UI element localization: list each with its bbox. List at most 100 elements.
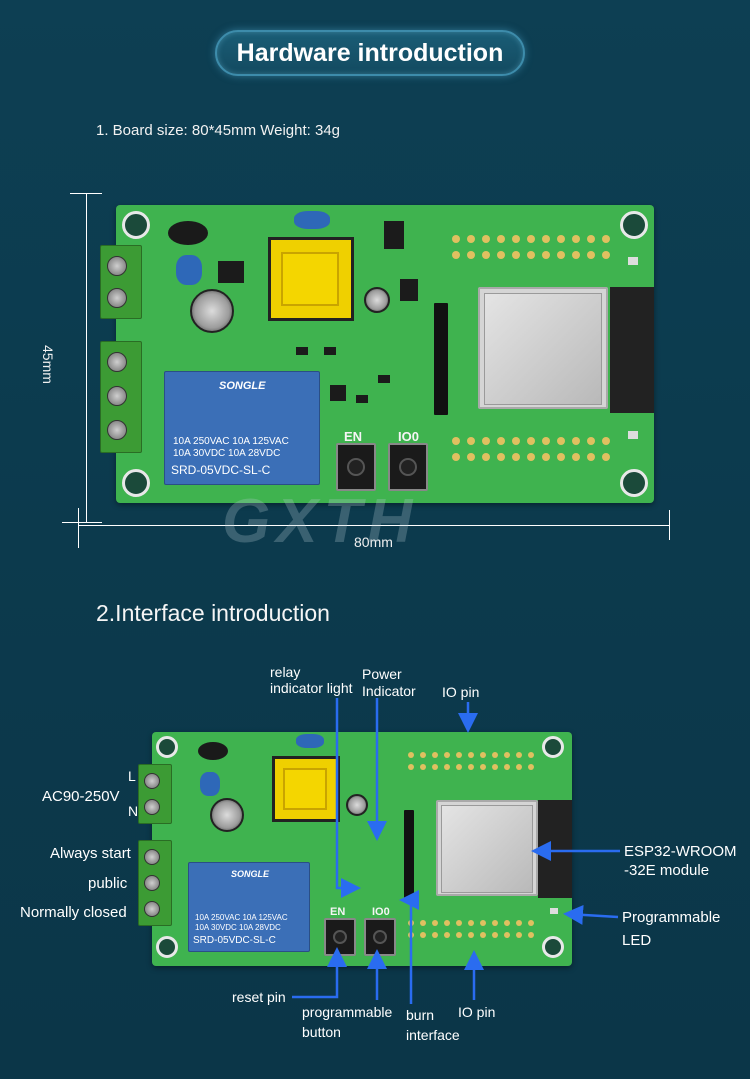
io-pin-pad: [587, 251, 595, 259]
ntc-thermistor: [168, 221, 208, 245]
label-burn-interface-1: burn: [406, 1007, 435, 1023]
io-pin-pad: [492, 764, 498, 770]
io-pin-pad: [468, 920, 474, 926]
label-programmable-led-1: Programmable: [622, 909, 721, 926]
electrolytic-capacitor: [190, 289, 234, 333]
esp32-shield: [441, 805, 533, 893]
io-pin-pad: [572, 235, 580, 243]
io-pin-pad: [512, 235, 520, 243]
terminal-block-relay: [100, 341, 142, 453]
io-pin-pad: [572, 437, 580, 445]
io-pin-pad: [497, 437, 505, 445]
en-button-cap: [347, 458, 365, 476]
io-pin-pad: [444, 764, 450, 770]
io-pin-pad: [408, 752, 414, 758]
section-title-interface: 2.Interface introduction: [96, 600, 330, 626]
io-pin-pad: [468, 752, 474, 758]
io-pin-pad: [420, 752, 426, 758]
io0-button-cap: [399, 458, 417, 476]
screw: [144, 849, 160, 865]
electrolytic-capacitor: [364, 287, 390, 313]
io-pin-pad: [452, 453, 460, 461]
io-pin-pad: [572, 251, 580, 259]
io-pin-pad: [602, 453, 610, 461]
io-pin-pad: [528, 752, 534, 758]
io-pin-pad: [504, 752, 510, 758]
io-pin-pad: [557, 235, 565, 243]
esp32-antenna: [610, 287, 654, 413]
io-pin-pad: [482, 251, 490, 259]
io-pin-pad: [602, 437, 610, 445]
relay-rating-1: 10A 250VAC 10A 125VAC: [173, 436, 289, 447]
smd-part: [378, 375, 390, 383]
io-pin-pad: [467, 437, 475, 445]
mount-hole: [620, 211, 648, 239]
io-pin-pad: [542, 235, 550, 243]
en-button[interactable]: [324, 918, 356, 956]
io0-button-label: IO0: [398, 429, 419, 444]
relay-model: SRD-05VDC-SL-C: [171, 463, 271, 477]
uart-header: [434, 303, 448, 415]
io-pin-pad: [420, 764, 426, 770]
io-pin-pad: [456, 752, 462, 758]
dim-height-label: 45mm: [40, 345, 56, 384]
section-title-hardware: Hardware introduction: [215, 30, 525, 76]
esp32-shield: [484, 293, 602, 405]
io-pin-pad: [528, 920, 534, 926]
io-pin-pad: [527, 437, 535, 445]
io-pin-pad: [572, 453, 580, 461]
io0-button[interactable]: [388, 443, 428, 491]
io-pin-pad: [456, 932, 462, 938]
label-l: L: [128, 768, 136, 784]
io0-button[interactable]: [364, 918, 396, 956]
transistor: [330, 385, 346, 401]
io-pin-pad: [504, 764, 510, 770]
io-pin-pad: [467, 251, 475, 259]
relay-rating-1: 10A 250VAC 10A 125VAC: [195, 913, 288, 922]
label-burn-interface-2: interface: [406, 1027, 460, 1043]
io-pin-pad: [504, 920, 510, 926]
io-pin-pad: [557, 251, 565, 259]
power-module-core: [283, 768, 327, 810]
io-pin-pad: [444, 932, 450, 938]
label-relay-indicator-2: indicator light: [270, 680, 353, 696]
io-pin-pad: [468, 764, 474, 770]
en-button-cap: [333, 930, 347, 944]
relay-model: SRD-05VDC-SL-C: [193, 935, 276, 946]
label-programmable-led-2: LED: [622, 932, 652, 949]
io-pin-pad: [527, 251, 535, 259]
io-pin-pad: [602, 235, 610, 243]
relay: SONGLE 10A 250VAC 10A 125VAC 10A 30VDC 1…: [164, 371, 320, 485]
io-pin-pad: [497, 453, 505, 461]
io-pin-pad: [408, 764, 414, 770]
io-pin-pad: [587, 453, 595, 461]
io-pin-pad: [492, 752, 498, 758]
label-esp32-module-1: ESP32-WROOM: [624, 843, 737, 860]
electrolytic-capacitor: [210, 798, 244, 832]
power-module-core: [281, 252, 339, 306]
label-always-start: Always start: [50, 845, 131, 862]
io-pin-pad: [432, 752, 438, 758]
en-button[interactable]: [336, 443, 376, 491]
io-pin-pad: [444, 752, 450, 758]
screw: [107, 352, 127, 372]
dim-tick-left: [78, 508, 79, 548]
io-pin-pad: [468, 932, 474, 938]
relay-rating-2: 10A 30VDC 10A 28VDC: [195, 923, 281, 932]
io-pin-pad: [512, 251, 520, 259]
en-button-label: EN: [330, 906, 346, 918]
dim-line-horizontal: [78, 525, 670, 526]
screw: [107, 420, 127, 440]
en-button-label: EN: [344, 429, 363, 444]
io-pin-pad: [482, 453, 490, 461]
io-pin-pad: [432, 764, 438, 770]
relay-brand: SONGLE: [231, 869, 270, 879]
regulator-chip: [384, 221, 404, 249]
io-pin-pad: [587, 437, 595, 445]
io-pin-pad: [467, 235, 475, 243]
mount-hole: [156, 936, 178, 958]
io-pin-pad: [516, 920, 522, 926]
relay-brand: SONGLE: [219, 380, 266, 392]
watermark: GXTH: [222, 487, 419, 556]
io-pin-pad: [480, 764, 486, 770]
